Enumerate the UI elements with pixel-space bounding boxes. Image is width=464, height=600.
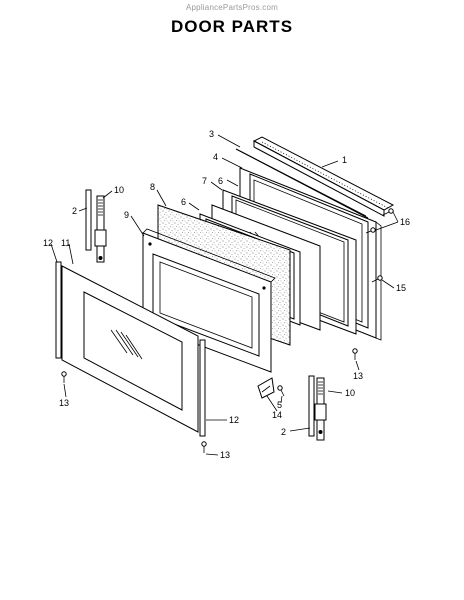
callout-13-right: 13 [353, 371, 363, 381]
callout-5: 5 [277, 400, 282, 410]
part-14-bracket [257, 377, 275, 399]
callout-11: 11 [61, 238, 70, 248]
part-9-inner-door-frame [142, 228, 276, 373]
part-15-screw [371, 275, 383, 283]
callout-2-left: 2 [72, 206, 77, 216]
part-16-screw-lower [365, 227, 376, 234]
part-2-hinge-receiver-left [85, 189, 92, 251]
callout-6-front: 6 [181, 197, 186, 207]
callout-12-left: 12 [43, 238, 53, 248]
part-12-side-trim-right [199, 339, 206, 437]
callout-10-right: 10 [345, 388, 355, 398]
callout-16: 16 [400, 217, 410, 227]
page-title: DOOR PARTS [170, 17, 294, 36]
callout-10-left: 10 [114, 185, 124, 195]
callout-9: 9 [124, 210, 129, 220]
part-3-strip [235, 148, 369, 219]
callout-12-right: 12 [229, 415, 239, 425]
callout-14: 14 [272, 410, 282, 420]
callout-8: 8 [150, 182, 155, 192]
part-10-hinge-right [314, 377, 327, 441]
callout-7: 7 [202, 176, 207, 186]
callout-1: 1 [342, 155, 347, 165]
part-11-outer-door-panel [61, 265, 199, 433]
part-2-hinge-receiver-right [308, 375, 315, 437]
part-5-screw [277, 385, 285, 397]
part-10-hinge-left [94, 195, 107, 263]
part-13-screw-right [352, 348, 358, 360]
callout-2-right: 2 [281, 427, 286, 437]
callout-4: 4 [213, 152, 218, 162]
callout-6-rear: 6 [218, 176, 223, 186]
part-13-screw-left [61, 371, 67, 383]
leader-lines [50, 134, 399, 456]
callout-13-bottom: 13 [220, 450, 230, 460]
callout-13-left: 13 [59, 398, 69, 408]
watermark: AppliancePartsPros.com [186, 3, 278, 12]
part-13-screw-bottom [201, 441, 207, 453]
callout-15: 15 [396, 283, 406, 293]
part-1-vent-trim [252, 136, 395, 217]
callout-3: 3 [209, 129, 214, 139]
part-16-screw-upper [382, 208, 394, 216]
part-12-side-trim-left [55, 261, 62, 359]
